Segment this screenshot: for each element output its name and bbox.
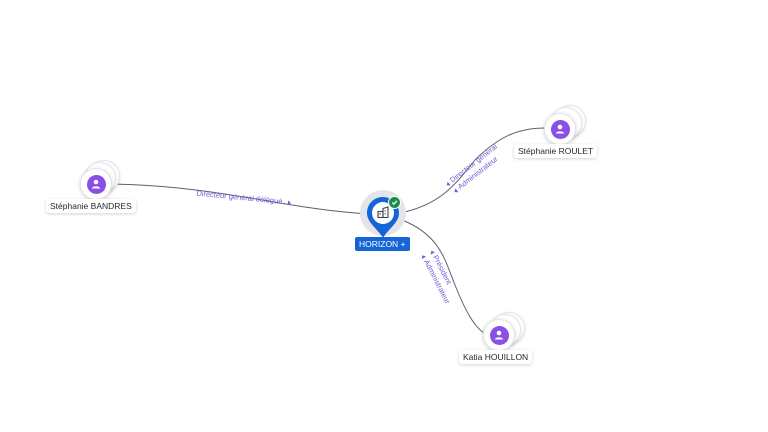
edge-roulet [399,127,547,214]
edge-label-bandres: Directeur général délégué [196,189,291,206]
avatar[interactable] [80,168,112,200]
company-node[interactable]: HORIZON + [355,190,413,254]
check-icon [388,196,401,209]
building-icon [377,206,389,219]
edge-bandres [111,183,371,215]
person-node-bandres[interactable]: Stéphanie BANDRES [46,158,156,228]
person-node-houillon[interactable]: Katia HOUILLON [459,310,569,380]
avatar[interactable] [483,319,515,351]
edge-label-houillon: Président Administrateur [421,250,454,306]
company-label[interactable]: HORIZON + [355,237,410,251]
person-icon [86,174,106,194]
person-label[interactable]: Stéphanie BANDRES [46,199,136,213]
person-icon [489,325,509,345]
avatar[interactable] [544,113,576,145]
edge-label-roulet: Directeur général Administrateur [446,142,500,193]
person-node-roulet[interactable]: Stéphanie ROULET [512,103,622,173]
person-icon [550,119,570,139]
person-label[interactable]: Stéphanie ROULET [514,144,598,158]
edge-houillon [401,219,489,336]
svg-text:Directeur général délégué: Directeur général délégué [196,189,283,206]
person-label[interactable]: Katia HOUILLON [459,350,533,364]
